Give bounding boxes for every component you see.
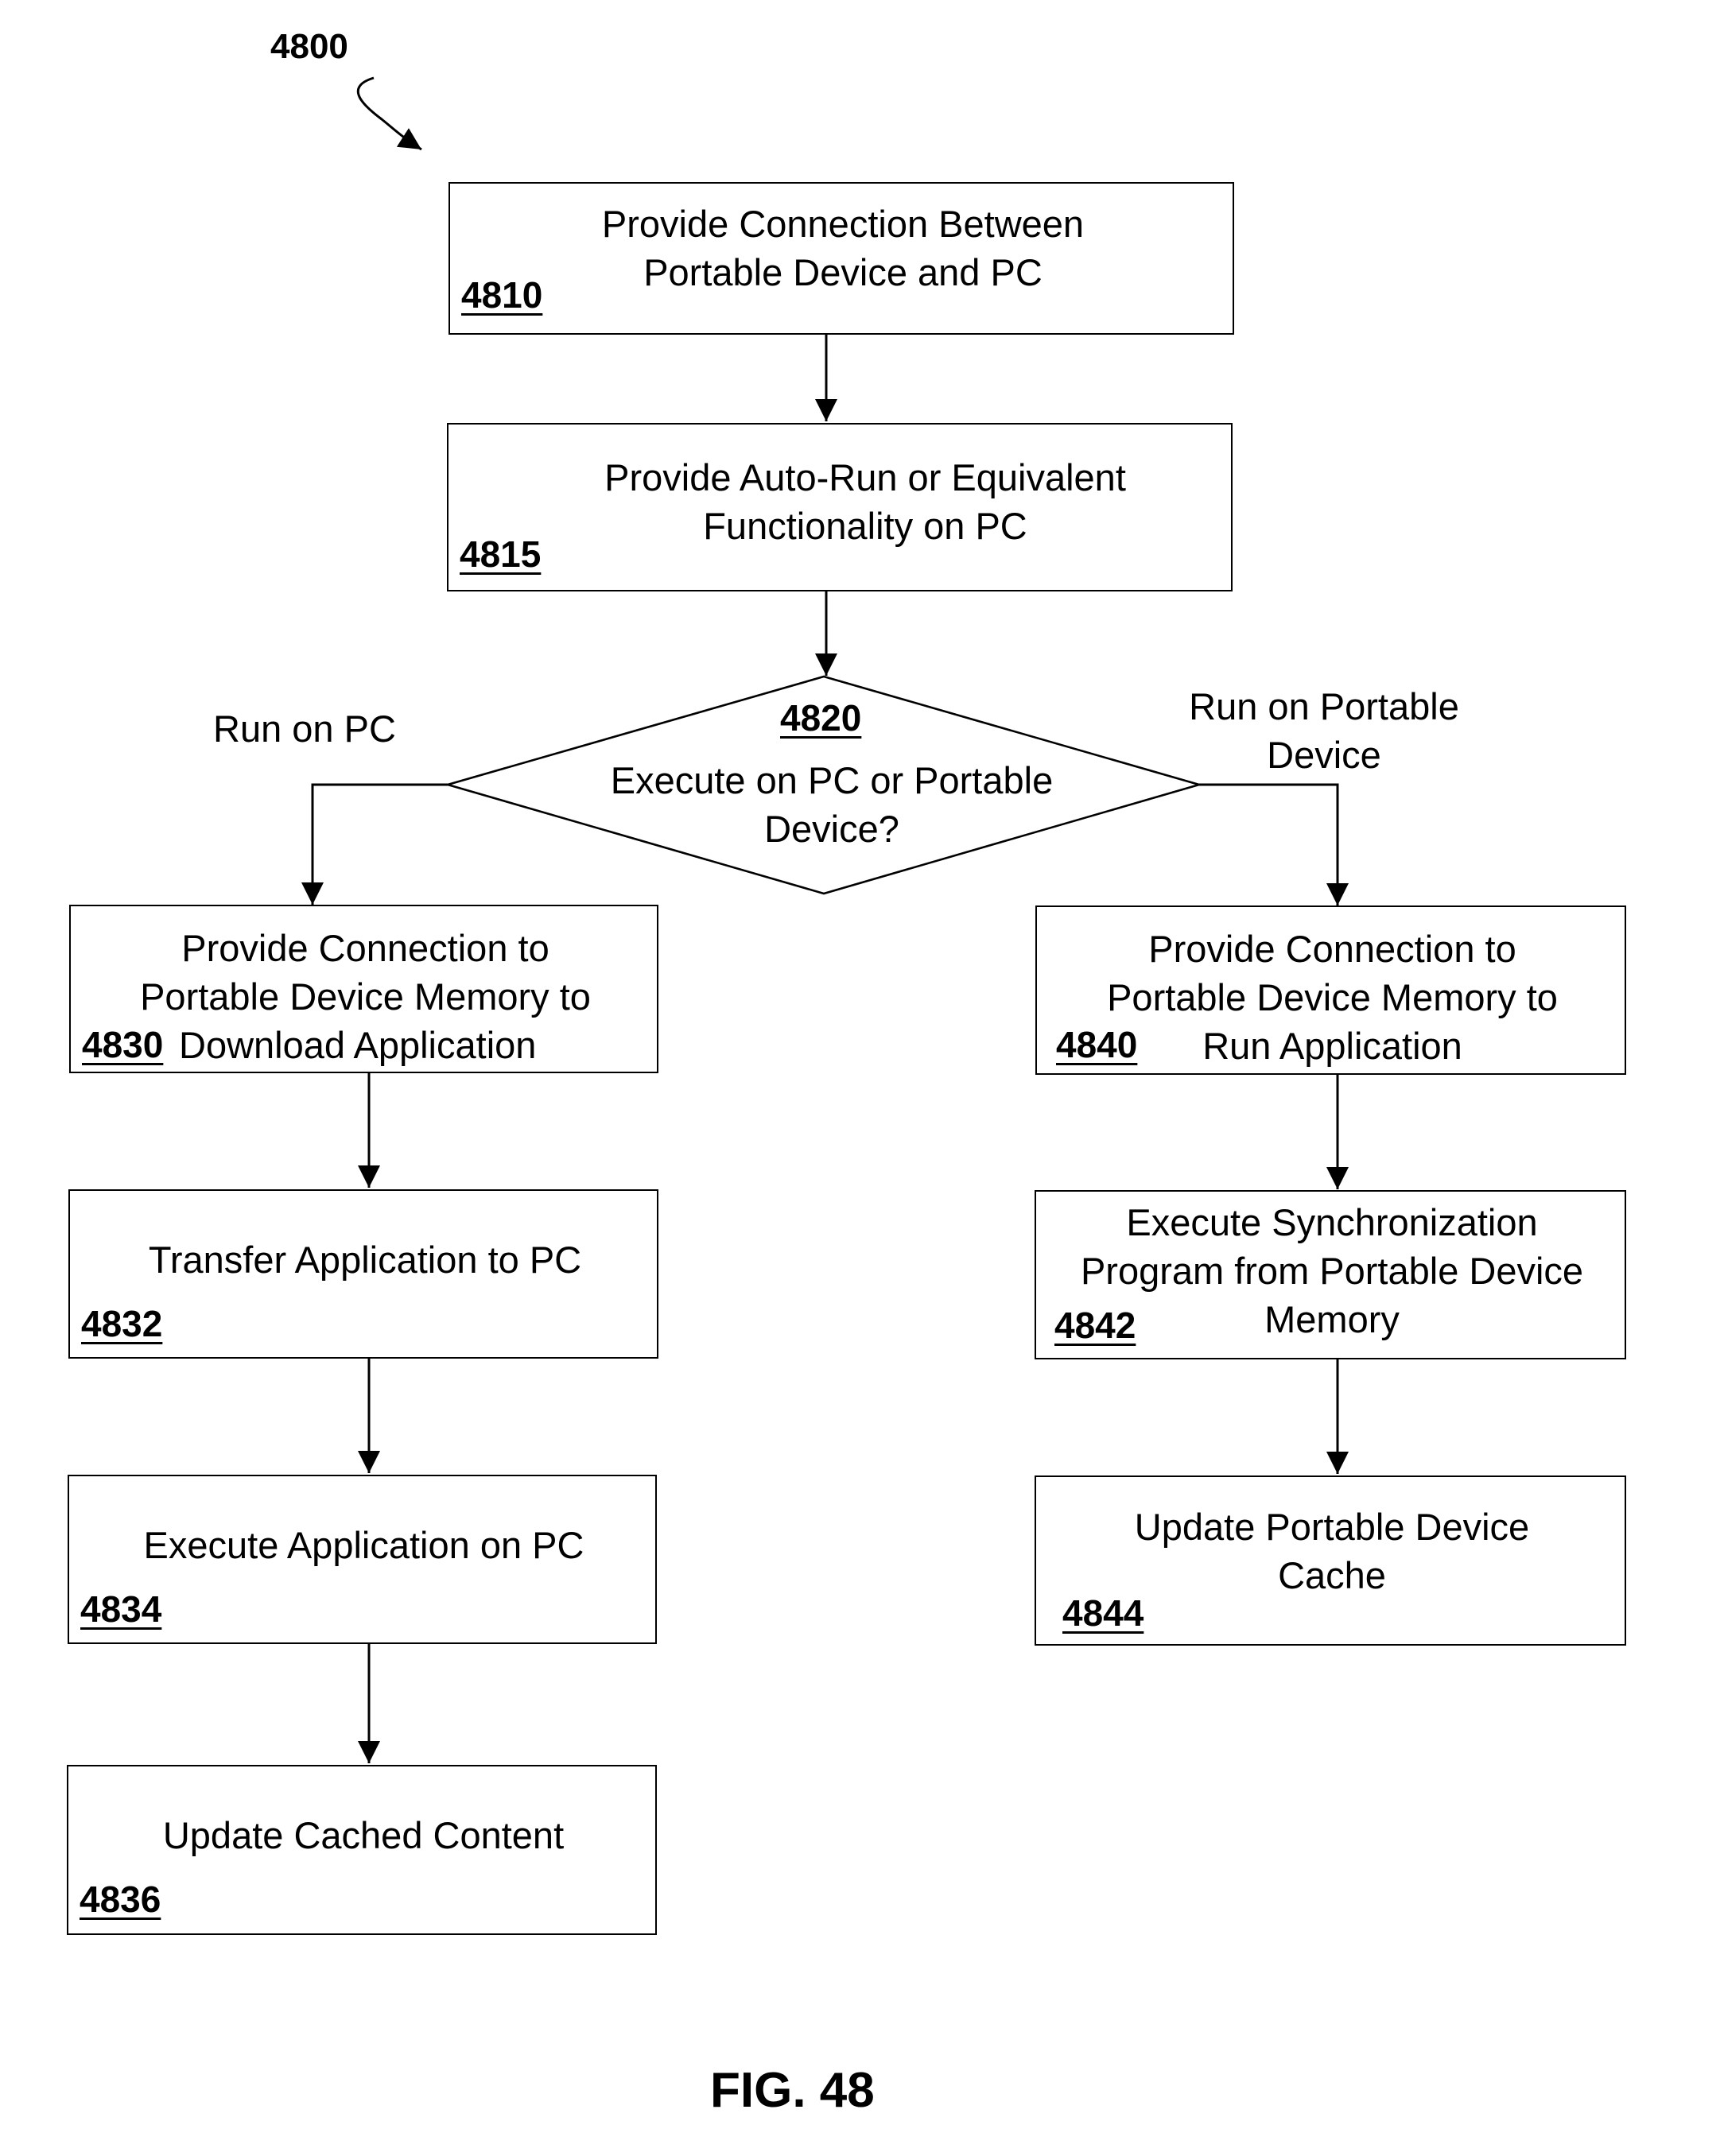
step-4836-number: 4836 bbox=[80, 1879, 161, 1919]
branch-label-run-on-portable-line1: Run on Portable bbox=[1121, 682, 1527, 731]
step-4810-line1: Provide Connection Between bbox=[450, 200, 1236, 248]
step-4830-number: 4830 bbox=[82, 1025, 163, 1064]
step-4840-box: Provide Connection to Portable Device Me… bbox=[1035, 905, 1626, 1075]
branch-right-connector bbox=[1199, 785, 1338, 905]
step-4836-box: Update Cached Content 4836 bbox=[67, 1765, 657, 1935]
step-4830-box: Provide Connection to Portable Device Me… bbox=[69, 905, 658, 1073]
branch-label-run-on-pc: Run on PC bbox=[213, 704, 396, 753]
step-4810-box: Provide Connection Between Portable Devi… bbox=[448, 182, 1234, 335]
step-4844-number: 4844 bbox=[1062, 1593, 1144, 1633]
step-4815-line1: Provide Auto-Run or Equivalent bbox=[472, 453, 1258, 502]
decision-4820-line2: Device? bbox=[506, 805, 1158, 853]
step-4844-line1: Update Portable Device bbox=[1036, 1503, 1628, 1551]
step-4834-box: Execute Application on PC 4834 bbox=[68, 1475, 657, 1644]
step-4836-line1: Update Cached Content bbox=[68, 1811, 658, 1859]
branch-left-connector bbox=[313, 785, 448, 905]
step-4840-line1: Provide Connection to bbox=[1037, 925, 1628, 973]
step-4834-number: 4834 bbox=[80, 1589, 161, 1629]
step-4832-line1: Transfer Application to PC bbox=[70, 1235, 660, 1284]
step-4815-number: 4815 bbox=[460, 534, 541, 574]
step-4840-number: 4840 bbox=[1056, 1025, 1137, 1064]
step-4842-number: 4842 bbox=[1054, 1305, 1136, 1345]
step-4844-box: Update Portable Device Cache 4844 bbox=[1035, 1475, 1626, 1646]
reference-pointer-arrow bbox=[358, 78, 421, 149]
step-4830-line1: Provide Connection to bbox=[71, 924, 660, 972]
step-4815-box: Provide Auto-Run or Equivalent Functiona… bbox=[447, 423, 1233, 591]
figure-caption: FIG. 48 bbox=[710, 2063, 875, 2119]
step-4842-box: Execute Synchronization Program from Por… bbox=[1035, 1190, 1626, 1359]
step-4830-line2: Portable Device Memory to bbox=[71, 972, 660, 1021]
step-4832-number: 4832 bbox=[81, 1304, 162, 1344]
step-4842-line2: Program from Portable Device bbox=[1036, 1247, 1628, 1295]
figure-reference-number: 4800 bbox=[270, 27, 348, 67]
step-4840-line2: Portable Device Memory to bbox=[1037, 973, 1628, 1022]
step-4815-line2: Functionality on PC bbox=[472, 502, 1258, 550]
decision-4820-line1: Execute on PC or Portable bbox=[506, 756, 1158, 805]
decision-4820-number: 4820 bbox=[780, 698, 861, 738]
step-4810-line2: Portable Device and PC bbox=[450, 248, 1236, 297]
step-4832-box: Transfer Application to PC 4832 bbox=[68, 1189, 658, 1359]
branch-label-run-on-portable-line2: Device bbox=[1121, 731, 1527, 779]
step-4830-line3: Download Application bbox=[179, 1021, 536, 1069]
step-4810-number: 4810 bbox=[461, 275, 542, 315]
step-4834-line1: Execute Application on PC bbox=[69, 1521, 658, 1569]
step-4842-line1: Execute Synchronization bbox=[1036, 1198, 1628, 1247]
